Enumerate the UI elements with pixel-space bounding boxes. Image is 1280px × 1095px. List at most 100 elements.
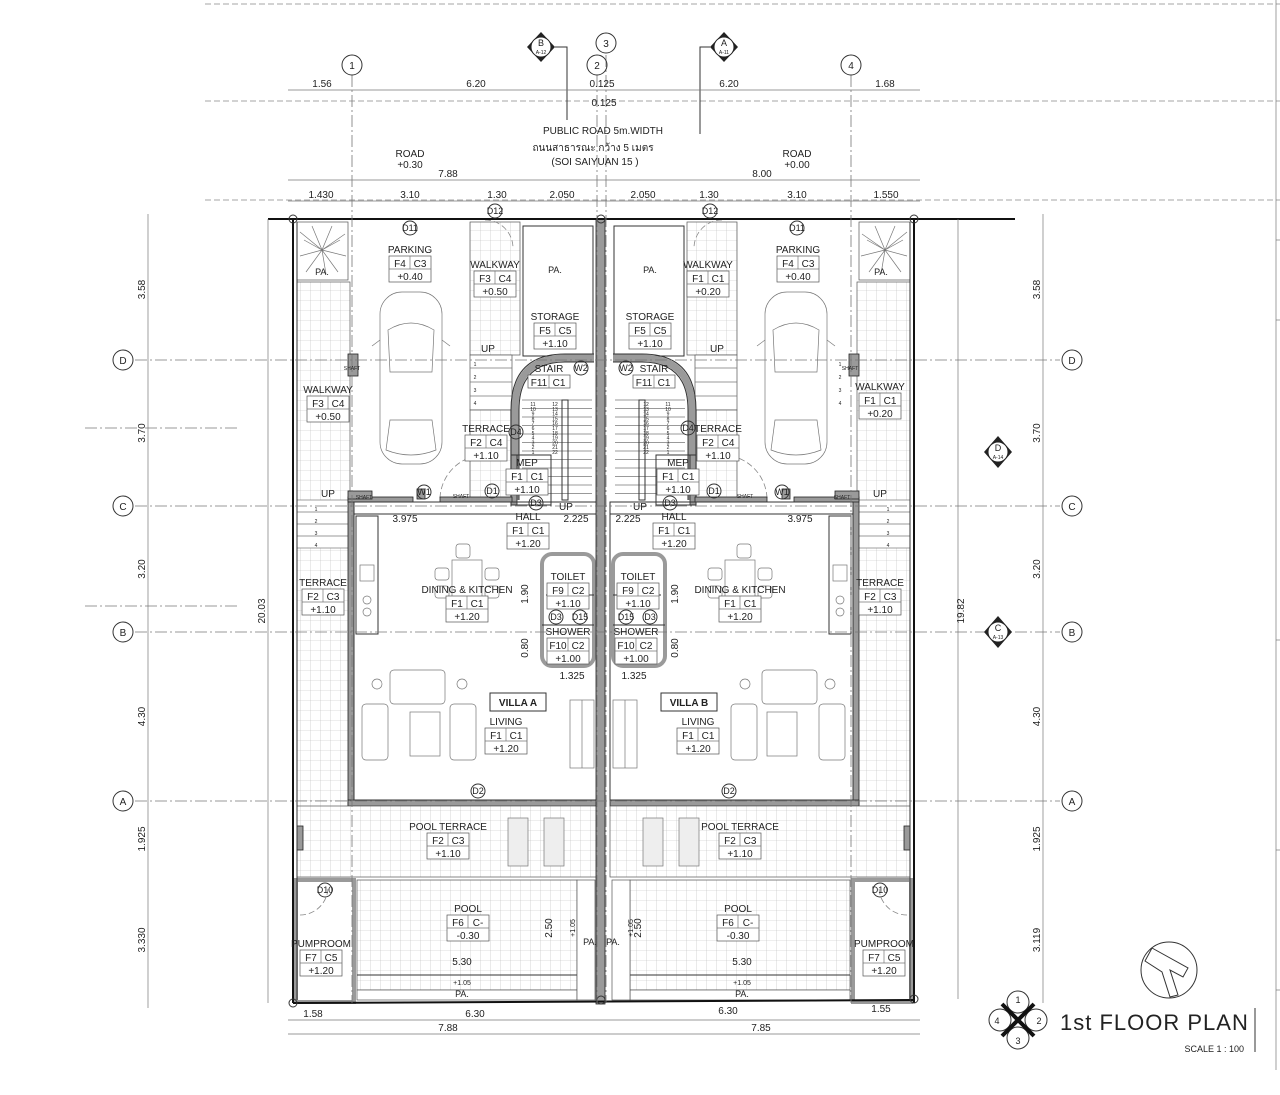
- floor-code: F1: [682, 731, 694, 742]
- floor-level: +1.10: [310, 605, 336, 616]
- dim: 3.20: [1032, 559, 1043, 579]
- dimension-texts: 1.56 6.20 0.125 6.20 1.68 0.125 7.88 8.0…: [257, 79, 967, 1034]
- dim: 0.125: [589, 79, 614, 90]
- room-name: POOL: [724, 904, 752, 915]
- north-arrow-icon: [1140, 941, 1198, 999]
- floor-level: +1.20: [493, 744, 519, 755]
- svg-text:A-11: A-11: [719, 50, 729, 56]
- dim: 5.30: [452, 957, 472, 968]
- door-tag: D12: [487, 203, 503, 219]
- ceiling-code: C1: [682, 472, 695, 483]
- floor-level: +1.10: [435, 849, 461, 860]
- stair-step-number: 17: [643, 426, 649, 432]
- svg-text:PUBLIC ROAD 5m.WIDTH: PUBLIC ROAD 5m.WIDTH: [543, 126, 663, 137]
- svg-text:D10: D10: [872, 885, 889, 895]
- floor-code: F2: [432, 836, 444, 847]
- stair-step-number: 2: [667, 445, 670, 451]
- label: UP: [559, 502, 573, 513]
- stair-step-number: 3: [667, 440, 670, 446]
- stair-step-number: 5: [667, 431, 670, 437]
- ceiling-code: C1: [471, 599, 484, 610]
- stair-step-number: 4: [532, 436, 535, 442]
- stair-step-number: 20: [552, 440, 558, 446]
- svg-text:2: 2: [594, 61, 600, 72]
- room-name: STAIR: [640, 364, 669, 375]
- ceiling-code: C4: [499, 274, 512, 285]
- ceiling-code: C5: [888, 953, 901, 964]
- floor-code: F10: [617, 641, 635, 652]
- svg-text:A: A: [721, 38, 727, 48]
- floor-code: F9: [552, 586, 564, 597]
- floor-code: F1: [512, 526, 524, 537]
- room-name: WALKWAY: [683, 260, 733, 271]
- dim: 3.70: [1032, 423, 1043, 443]
- door-tag: D3: [548, 609, 564, 625]
- stair-step-number: 6: [667, 426, 670, 432]
- room-name: PUMPROOM: [854, 939, 914, 950]
- svg-text:D: D: [1068, 356, 1075, 367]
- ceiling-code: C3: [327, 592, 340, 603]
- floor-code: F3: [312, 399, 324, 410]
- floor-level: +1.10: [555, 599, 581, 610]
- stair-step-number: 1: [532, 450, 535, 456]
- dim: 7.88: [438, 1023, 458, 1034]
- door-tag: W2: [618, 360, 634, 376]
- grid-bubble-a: A: [112, 790, 134, 812]
- svg-text:D10: D10: [317, 885, 334, 895]
- svg-text:VILLA A: VILLA A: [499, 698, 537, 709]
- dim: 1.90: [520, 584, 531, 604]
- stair-step-number: 9: [667, 412, 670, 418]
- floor-level: +0.20: [867, 409, 893, 420]
- floor-code: F3: [479, 274, 491, 285]
- door-tag: D15: [618, 609, 635, 625]
- svg-text:D12: D12: [702, 206, 719, 216]
- dim: 2.225: [615, 514, 640, 525]
- room-name: STAIR: [535, 364, 564, 375]
- door-tag: D3: [528, 495, 544, 511]
- dim: 4.30: [1032, 706, 1043, 726]
- stair-step-number: 16: [552, 421, 558, 427]
- ceiling-code: C2: [642, 586, 655, 597]
- ceiling-code: C4: [332, 399, 345, 410]
- stair-step-number: 22: [643, 450, 649, 456]
- entry-step-number: 4: [474, 401, 477, 407]
- grid-bubble-b: B: [112, 621, 134, 643]
- stair-step-number: 22: [552, 450, 558, 456]
- entry-step-number: 3: [887, 531, 890, 537]
- drawing-scale: SCALE 1 : 100: [1184, 1044, 1244, 1054]
- entry-step-number: 3: [839, 388, 842, 394]
- svg-text:B: B: [120, 628, 127, 639]
- dim: 0.80: [520, 638, 531, 658]
- dim: 1.68: [875, 79, 895, 90]
- entry-step-number: 3: [315, 531, 318, 537]
- door-tag: W1: [416, 484, 432, 500]
- floor-level: +1.20: [685, 744, 711, 755]
- svg-text:D15: D15: [618, 612, 635, 622]
- svg-text:W1: W1: [417, 487, 431, 497]
- room-name: PUMPROOM: [291, 939, 351, 950]
- floor-code: F1: [451, 599, 463, 610]
- room-name: TERRACE: [462, 424, 510, 435]
- label: PA.: [643, 265, 657, 275]
- room-name: POOL: [454, 904, 482, 915]
- ceiling-code: C5: [325, 953, 338, 964]
- svg-text:C: C: [1068, 502, 1075, 513]
- room-name: PARKING: [776, 245, 820, 256]
- stair-step-number: 12: [552, 402, 558, 408]
- room-name: MEP: [516, 458, 538, 469]
- dim: 1.55: [871, 1004, 891, 1015]
- entry-step-number: 2: [474, 375, 477, 381]
- svg-text:D: D: [119, 356, 126, 367]
- ceiling-code: C5: [559, 326, 572, 337]
- floor-code: F11: [531, 378, 548, 389]
- room-name: POOL TERRACE: [409, 822, 487, 833]
- ceiling-code: C-: [473, 918, 484, 929]
- stair-step-number: 6: [532, 426, 535, 432]
- stair-step-number: 14: [643, 412, 649, 418]
- shaft-label: SHAFT: [344, 366, 360, 372]
- floor-level: +1.20: [454, 612, 480, 623]
- stair-step-number: 7: [532, 421, 535, 427]
- label: PA.: [455, 989, 469, 999]
